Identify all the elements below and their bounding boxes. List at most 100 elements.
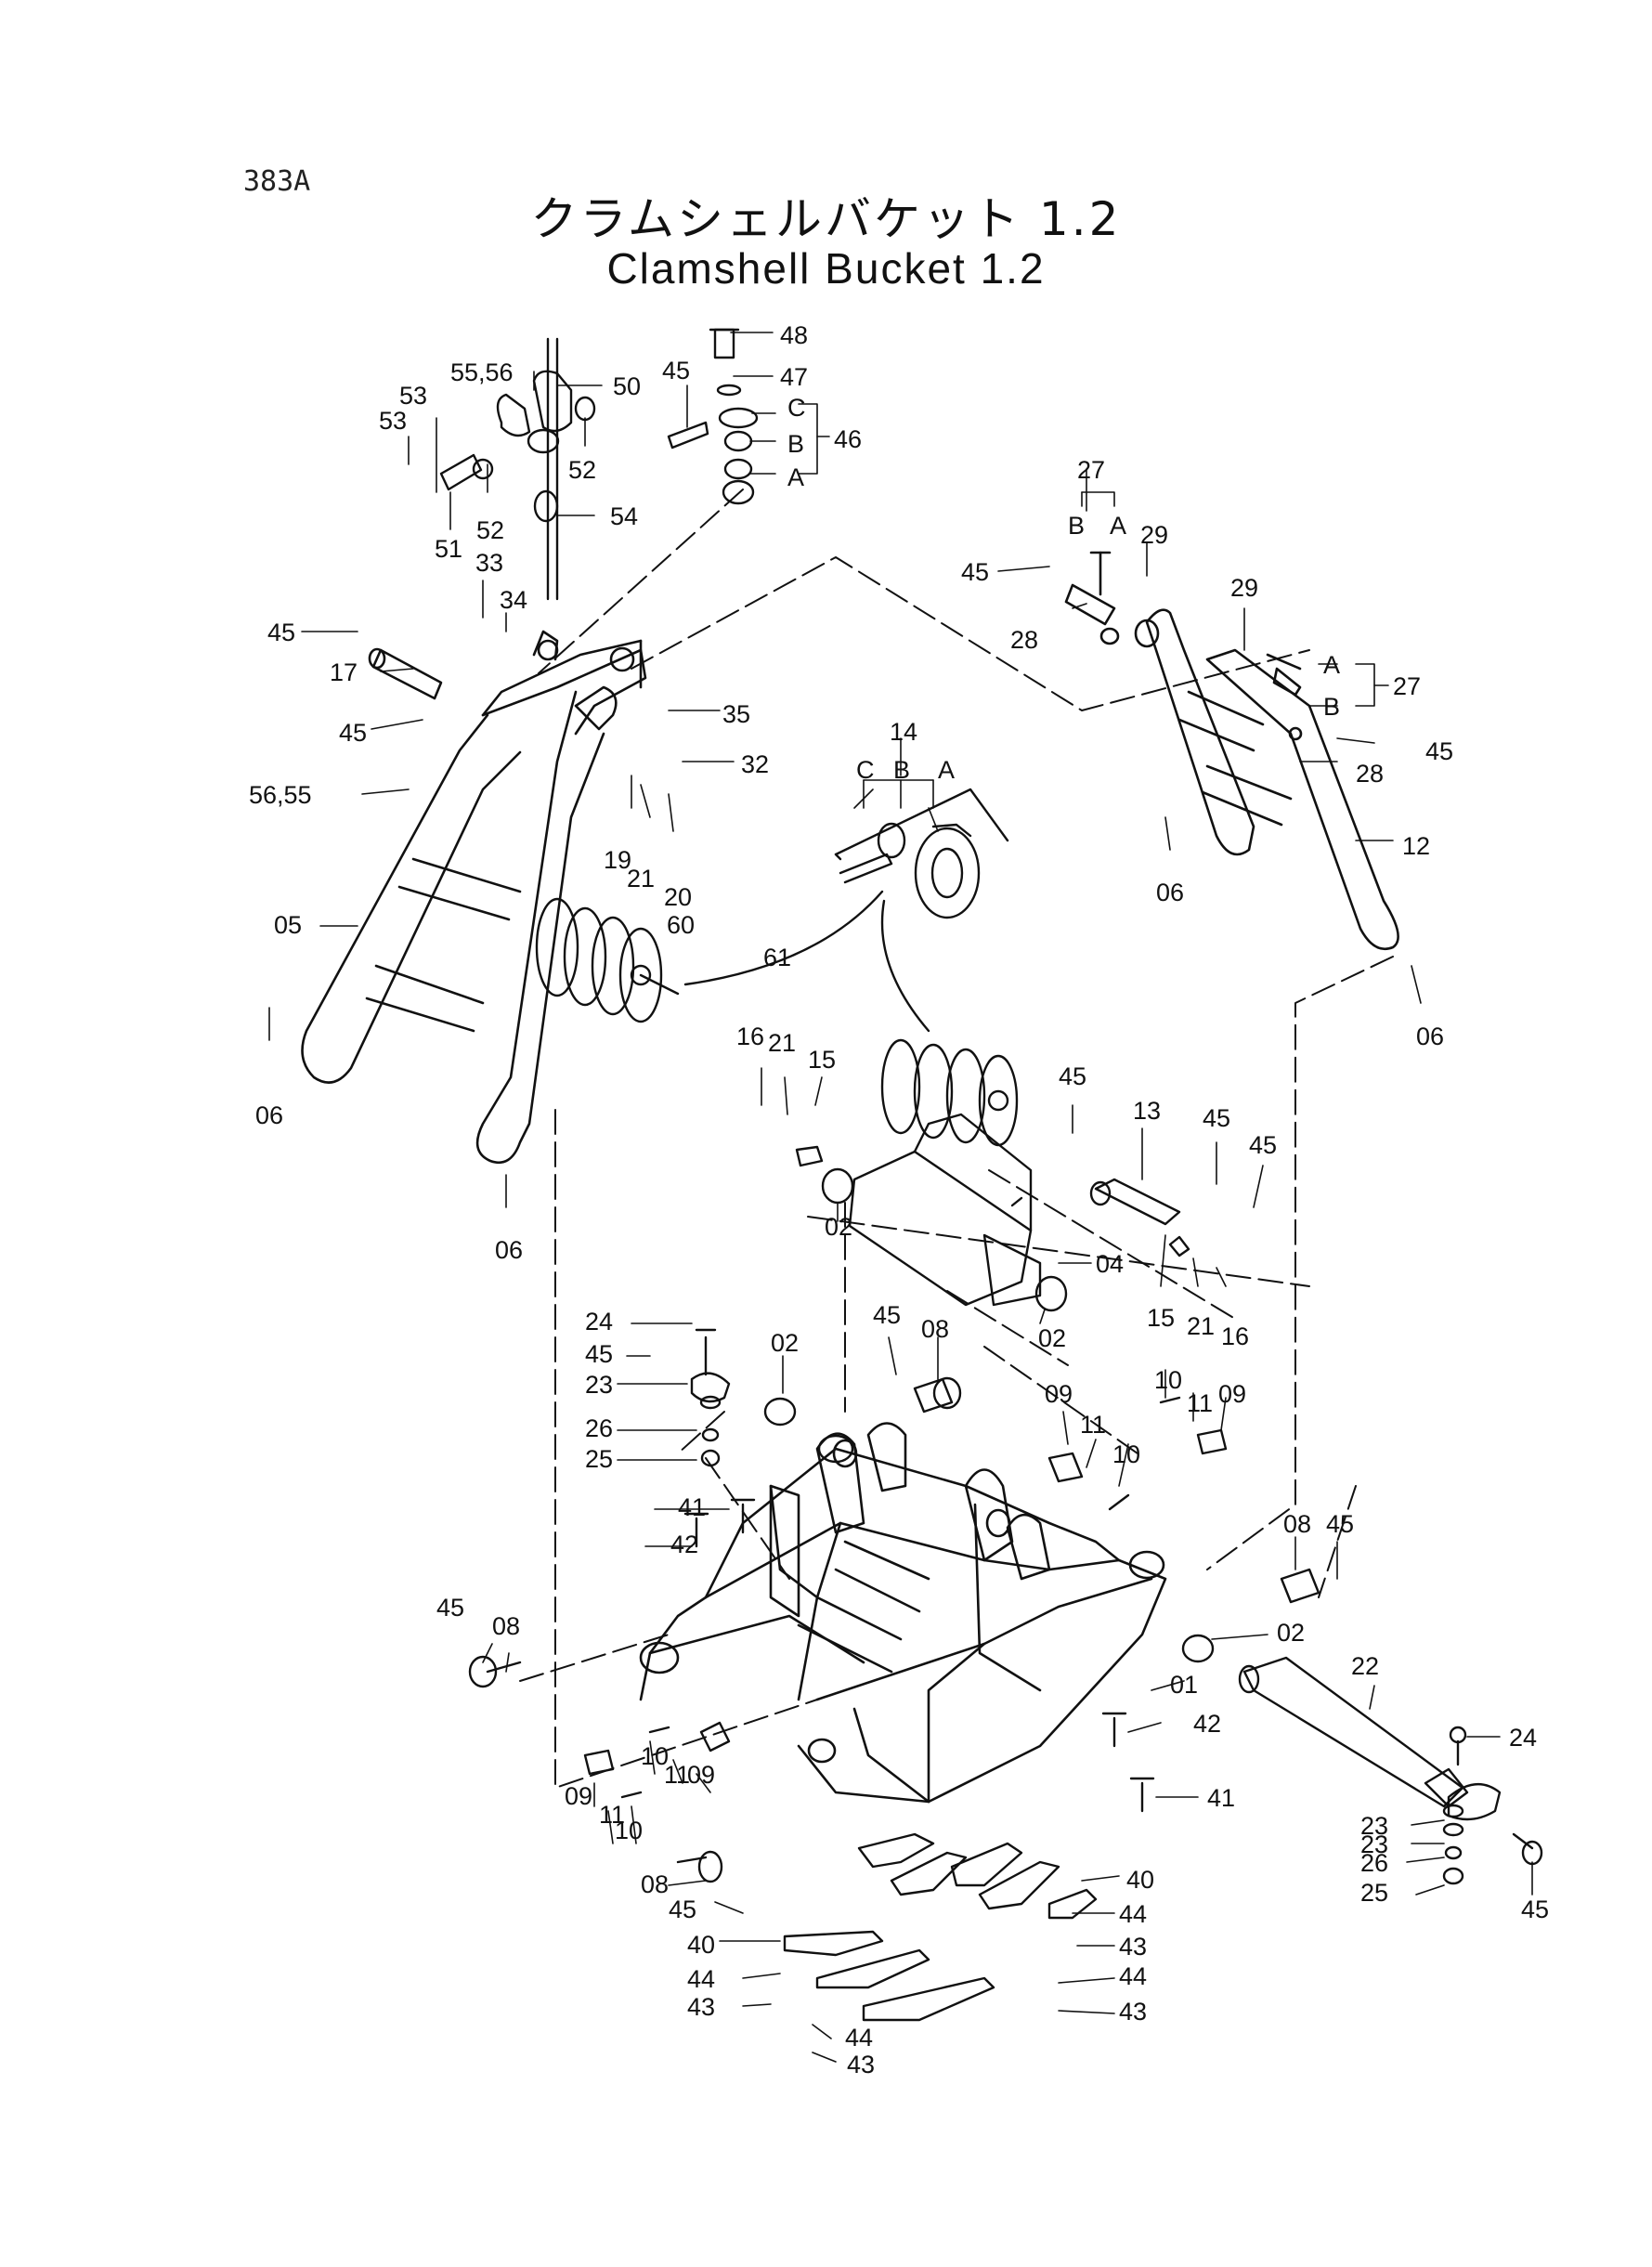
upper-right-frame [1064, 551, 1399, 951]
part-number-label: 16 [1221, 1322, 1249, 1350]
part-number-label: 50 [613, 372, 641, 400]
part-number-label: 43 [687, 1993, 715, 2021]
part-number-label: 47 [780, 363, 808, 391]
part-number-label: 10 [641, 1742, 669, 1770]
part-number-label: 14 [890, 718, 917, 746]
part-number-label: B [1068, 512, 1085, 540]
part-number-label: 53 [399, 382, 427, 410]
part-number-label: 21 [768, 1029, 796, 1057]
part-number-label: 43 [1119, 1998, 1147, 2026]
part-number-label: 02 [771, 1329, 799, 1357]
part-number-label: 22 [1351, 1652, 1379, 1680]
part-number-label: 28 [1010, 626, 1038, 654]
part-number-label: 23 [1360, 1812, 1388, 1840]
part-number-label: 45 [1203, 1104, 1230, 1132]
misc-bushings [468, 1328, 1320, 1883]
part-number-label: 16 [736, 1023, 764, 1050]
part-number-label: 11 [1187, 1389, 1213, 1417]
part-number-label: 01 [1170, 1671, 1198, 1699]
part-number-label: 52 [568, 456, 596, 484]
shaft-22 [1238, 1656, 1543, 1885]
title-english: Clamshell Bucket 1.2 [606, 244, 1046, 293]
part-number-label: 43 [1119, 1933, 1147, 1961]
part-number-label: 06 [255, 1101, 283, 1129]
part-number-label: 09 [1218, 1380, 1246, 1408]
part-number-label: 20 [664, 883, 692, 911]
part-number-label: 60 [667, 911, 695, 939]
part-number-label: 02 [1277, 1619, 1305, 1647]
part-number-label: 45 [267, 619, 295, 646]
part-number-label: 40 [687, 1931, 715, 1959]
part-number-label: 45 [873, 1301, 901, 1329]
part-number-label: 05 [274, 911, 302, 939]
part-number-label: 06 [1416, 1023, 1444, 1050]
part-number-label: 53 [379, 407, 407, 435]
part-number-label: 26 [1360, 1849, 1388, 1877]
bucket-teeth [783, 1832, 1098, 2022]
part-number-label: 24 [585, 1308, 613, 1335]
part-number-label: 10 [615, 1817, 643, 1844]
part-number-label: 40 [1126, 1866, 1154, 1894]
part-number-label: 12 [1402, 832, 1430, 860]
part-number-label: 06 [495, 1236, 523, 1264]
part-number-label: 24 [1509, 1724, 1537, 1752]
part-number-label: 09 [565, 1782, 592, 1810]
sheave-detail-14 [834, 822, 981, 919]
part-number-label: 42 [670, 1531, 698, 1558]
part-number-label: 41 [1207, 1784, 1235, 1812]
part-number-label: 34 [500, 586, 527, 614]
part-number-label: 29 [1230, 574, 1258, 602]
part-number-label: A [787, 463, 804, 491]
part-number-label: 17 [330, 658, 358, 686]
part-number-label: 44 [687, 1965, 715, 1993]
mid-sheave-block [795, 1038, 1190, 1312]
part-number-label: 02 [1038, 1324, 1066, 1352]
part-number-label: 32 [741, 750, 769, 778]
part-number-label: A [1323, 651, 1340, 679]
part-number-label: 11 [1080, 1411, 1106, 1439]
part-number-label: 11 [599, 1801, 625, 1829]
part-number-label: 45 [1249, 1131, 1277, 1159]
part-number-label: 28 [1356, 760, 1384, 788]
part-number-label: A [1110, 512, 1126, 540]
part-number-label: 21 [1187, 1312, 1215, 1340]
part-number-label: 09 [687, 1761, 715, 1789]
part-number-label: 45 [662, 357, 690, 384]
part-number-label: A [938, 756, 955, 784]
part-number-label: 45 [585, 1340, 613, 1368]
part-number-label: 10 [1154, 1366, 1182, 1394]
part-number-label: 45 [436, 1594, 464, 1622]
part-number-label: 27 [1393, 672, 1421, 700]
part-number-label: 45 [1521, 1896, 1549, 1923]
part-number-label: 45 [669, 1896, 696, 1923]
top-pivot-hardware [439, 337, 596, 601]
part-number-label: 43 [847, 2051, 875, 2078]
page-code: 383A [243, 165, 311, 198]
assembly-dash-lines [519, 489, 1394, 1789]
part-number-label: 35 [722, 700, 750, 728]
part-number-label: 08 [492, 1612, 520, 1640]
part-number-label: 26 [585, 1414, 613, 1442]
part-number-label: 33 [475, 549, 503, 577]
part-number-label: 56,55 [249, 781, 312, 809]
part-number-label: 15 [808, 1046, 836, 1074]
part-number-label: 41 [678, 1493, 706, 1521]
part-number-label: 61 [763, 944, 791, 971]
part-number-label: 06 [1156, 879, 1184, 906]
part-number-label: 15 [1147, 1304, 1175, 1332]
part-number-label: B [787, 430, 804, 458]
part-number-label: 44 [1119, 1962, 1147, 1990]
part-number-label: 11 [664, 1761, 690, 1789]
part-number-label: 45 [1425, 737, 1453, 765]
part-number-label: 42 [1193, 1710, 1221, 1738]
part-number-label: 08 [1283, 1510, 1311, 1538]
part-number-label: 02 [825, 1213, 852, 1241]
part-number-label: 45 [1059, 1062, 1086, 1090]
part-number-label: 44 [1119, 1900, 1147, 1928]
title-japanese: クラムシェルバケット 1.2 [530, 192, 1122, 246]
part-number-label: 25 [585, 1445, 613, 1473]
part-number-label: B [893, 756, 910, 784]
part-number-label: 51 [435, 535, 462, 563]
part-number-label: C [787, 394, 806, 422]
